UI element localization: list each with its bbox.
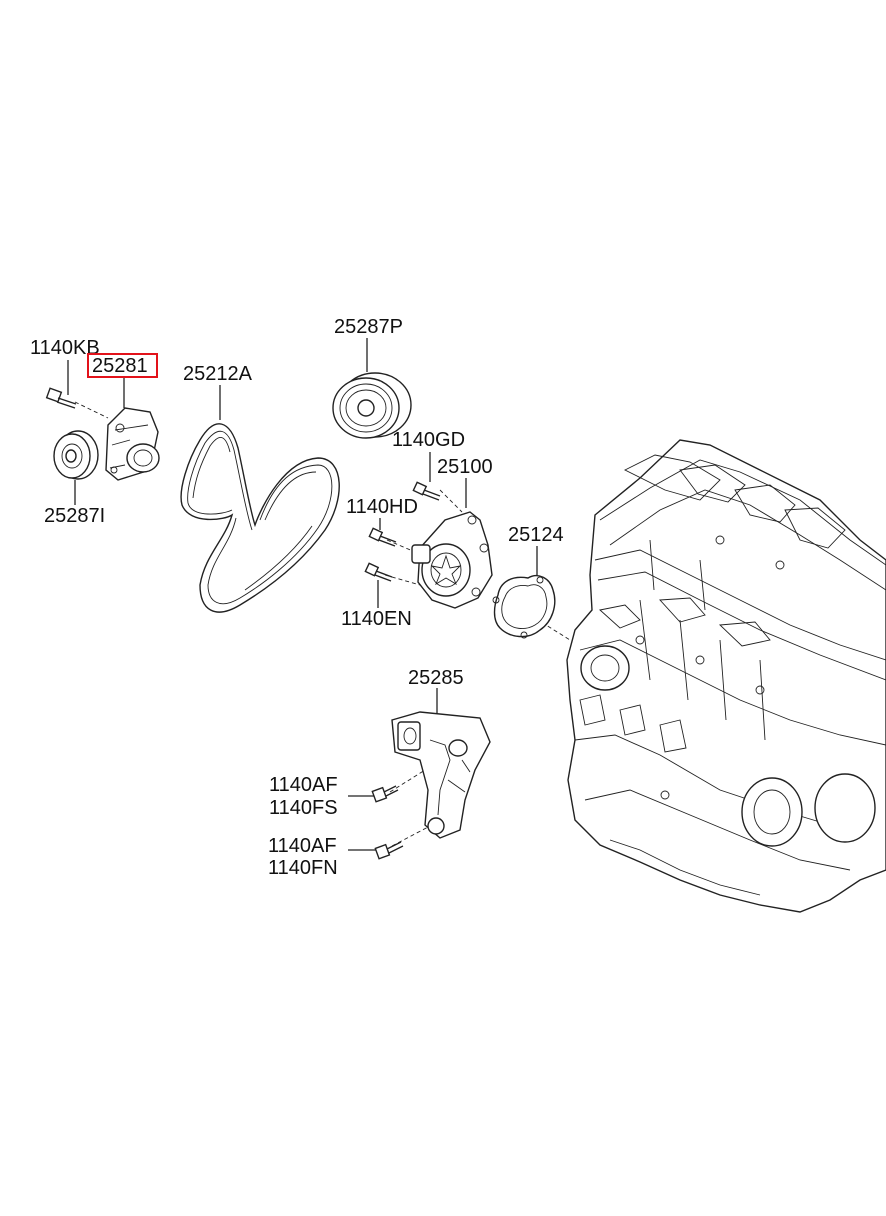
water-pump-25100 [411, 511, 493, 609]
label-1140fn: 1140FN [268, 857, 338, 879]
label-1140fs: 1140FS [269, 797, 338, 819]
bolt-1140gd [412, 481, 441, 501]
label-1140hd: 1140HD [346, 496, 418, 518]
tensioner-25281 [105, 407, 160, 481]
engine-block [566, 439, 886, 913]
belt-25212a [180, 423, 340, 613]
label-25124: 25124 [508, 524, 564, 546]
label-1140kb: 1140KB [30, 337, 100, 359]
bolt-1140kb [45, 387, 77, 409]
pulley-25287p [332, 372, 412, 439]
bolt-1140af-fn [374, 841, 404, 860]
label-1140en: 1140EN [341, 608, 412, 630]
leader-lines [67, 338, 571, 851]
label-1140af-lower: 1140AF [268, 835, 337, 857]
bolt-1140hd [368, 527, 397, 547]
label-25285: 25285 [408, 667, 464, 689]
label-25287p: 25287P [334, 316, 403, 338]
highlight-box [87, 353, 158, 378]
label-1140af-upper: 1140AF [269, 774, 338, 796]
label-25281: 25281 [92, 355, 148, 377]
label-25100: 25100 [437, 456, 493, 478]
idler-pulley-25287i [53, 430, 99, 480]
bracket-25285 [391, 711, 491, 839]
bolt-1140af-fs [371, 785, 399, 803]
bolt-1140en [364, 562, 393, 582]
label-25287i: 25287I [44, 505, 106, 527]
label-1140gd: 1140GD [392, 429, 466, 451]
gasket-25124 [492, 574, 556, 639]
label-25212a: 25212A [183, 363, 252, 385]
